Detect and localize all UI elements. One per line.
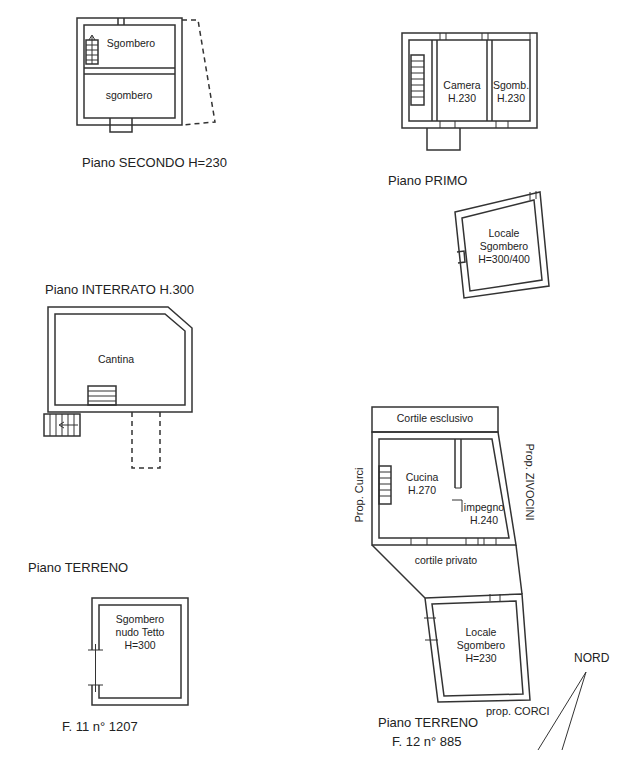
- door: [424, 618, 438, 640]
- plan-caption: Piano TERRENO: [28, 561, 128, 575]
- wall: [55, 314, 185, 405]
- plan-caption: Piano SECONDO H=230: [82, 156, 227, 170]
- room-name: Sgomb. H.230: [493, 79, 530, 105]
- room-label: Cantina: [78, 352, 154, 367]
- room-label: cortile privato: [400, 553, 492, 568]
- wall: [462, 200, 542, 291]
- plan-caption: Piano TERRENO: [378, 716, 478, 730]
- room-label: impegno H.240: [462, 500, 507, 528]
- door: [411, 538, 496, 545]
- plan-caption: F. 12 n° 885: [392, 735, 462, 749]
- wall: [457, 251, 465, 263]
- room-name: sgombero: [92, 89, 166, 102]
- room-label: Sgombero: [92, 36, 170, 51]
- wall: [432, 40, 492, 121]
- room-name: Sgombero: [94, 37, 168, 50]
- stair: [88, 391, 116, 401]
- room-label: Locale Sgombero H=300/400: [471, 226, 537, 267]
- door: [440, 121, 508, 128]
- stair: [44, 414, 80, 436]
- roof-outline: [182, 20, 215, 125]
- room-name: Cantina: [80, 353, 152, 366]
- wall: [425, 594, 530, 702]
- wall: [84, 68, 175, 74]
- dashed-outline: [132, 412, 160, 468]
- wall: [84, 25, 175, 118]
- stair-arrow: [89, 35, 95, 64]
- wall: [372, 432, 516, 545]
- window: [440, 33, 530, 40]
- plan-caption: prop. CORCI: [486, 705, 550, 717]
- stair-arrow: [59, 422, 78, 428]
- room-name: Cucina H.270: [395, 471, 449, 497]
- door: [490, 594, 500, 601]
- door: [88, 644, 103, 692]
- wall: [402, 33, 537, 128]
- courtyard: [372, 407, 498, 432]
- wall: [452, 488, 462, 512]
- room-name: cortile privato: [402, 554, 490, 567]
- room-name: Sgombero nudo Tetto H=300: [104, 613, 176, 652]
- room-name: Locale Sgombero H=230: [450, 626, 512, 665]
- plan-caption: NORD: [574, 652, 609, 665]
- porch: [427, 128, 460, 150]
- wall: [409, 40, 530, 121]
- room-label: Cortile esclusivo: [376, 411, 494, 426]
- room-name: Locale Sgombero H=300/400: [473, 227, 535, 266]
- plan-caption: Piano PRIMO: [388, 174, 467, 188]
- neighbour-label: Prop. Curci: [353, 467, 365, 522]
- room-name: Camera H.230: [441, 79, 483, 105]
- room-label: sgombero: [90, 88, 168, 103]
- room-label: Cucina H.270: [393, 470, 451, 498]
- wall: [99, 605, 181, 698]
- room-label: Camera H.230: [439, 78, 485, 106]
- room-name: impegno H.240: [464, 501, 505, 527]
- wall: [455, 192, 549, 298]
- stair: [379, 472, 391, 496]
- plan-caption: F. 11 n° 1207: [62, 720, 138, 734]
- window: [118, 18, 124, 25]
- stair: [88, 386, 116, 405]
- wall: [77, 18, 182, 125]
- stair: [379, 466, 391, 504]
- room-label: Sgombero nudo Tetto H=300: [102, 612, 178, 653]
- neighbour-label: Prop. ZIVOCINI: [524, 443, 536, 520]
- plan-caption: Piano INTERRATO H.300: [45, 283, 194, 297]
- wall: [432, 601, 523, 696]
- stair: [411, 55, 424, 105]
- door: [530, 191, 536, 200]
- wall: [48, 307, 192, 412]
- wall: [92, 598, 188, 705]
- wall: [455, 439, 461, 488]
- room-name: Cortile esclusivo: [378, 412, 492, 425]
- room-label: Locale Sgombero H=230: [448, 625, 514, 666]
- door: [110, 118, 132, 132]
- wall: [379, 439, 509, 538]
- courtyard: [372, 545, 522, 598]
- room-label: Sgomb. H.230: [491, 78, 532, 106]
- stair: [411, 61, 424, 97]
